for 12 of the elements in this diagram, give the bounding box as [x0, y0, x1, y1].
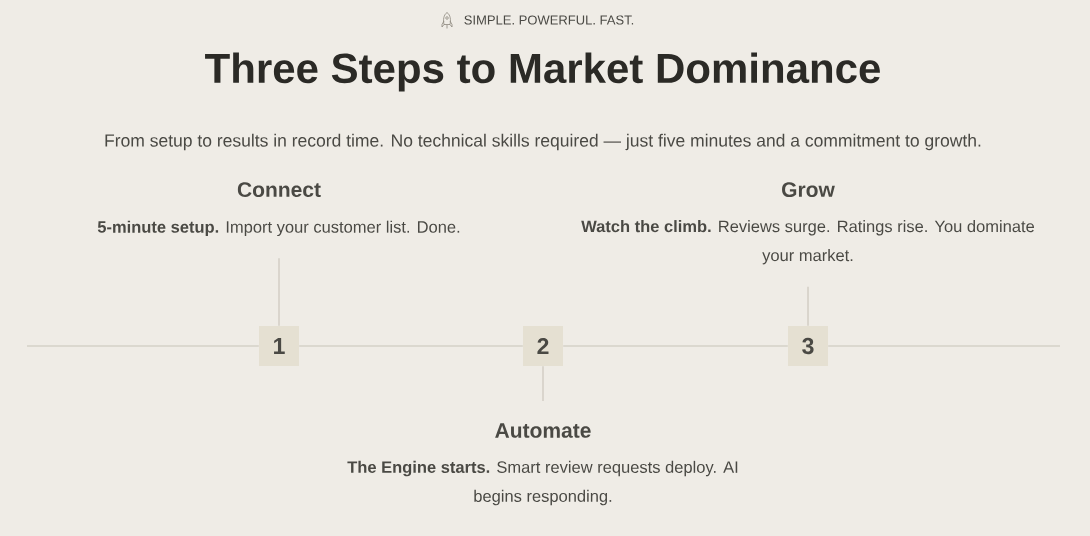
step-description: Watch the climb. Reviews surge. Ratings rise. You dominate your market. [581, 220, 1034, 265]
step-description: The Engine starts. Smart review requests deploy. AI begins responding. [347, 460, 738, 506]
step-number-box: 3 [788, 326, 828, 366]
step-number-box: 2 [523, 326, 563, 366]
title: Three Steps to Market Dominance [205, 52, 880, 92]
step-title: Connect [237, 182, 321, 198]
step-title: Grow [782, 182, 835, 198]
step-number-box: 1 [259, 326, 299, 366]
step-title: Automate [495, 423, 591, 438]
subtitle: From setup to results in record time. No technical skills required — just five minutes and a commitment to growth. [105, 133, 981, 151]
tagline: SIMPLE. POWERFUL. FAST. [464, 15, 634, 25]
step-description: 5-minute setup. Import your customer list. Done. [97, 220, 460, 237]
